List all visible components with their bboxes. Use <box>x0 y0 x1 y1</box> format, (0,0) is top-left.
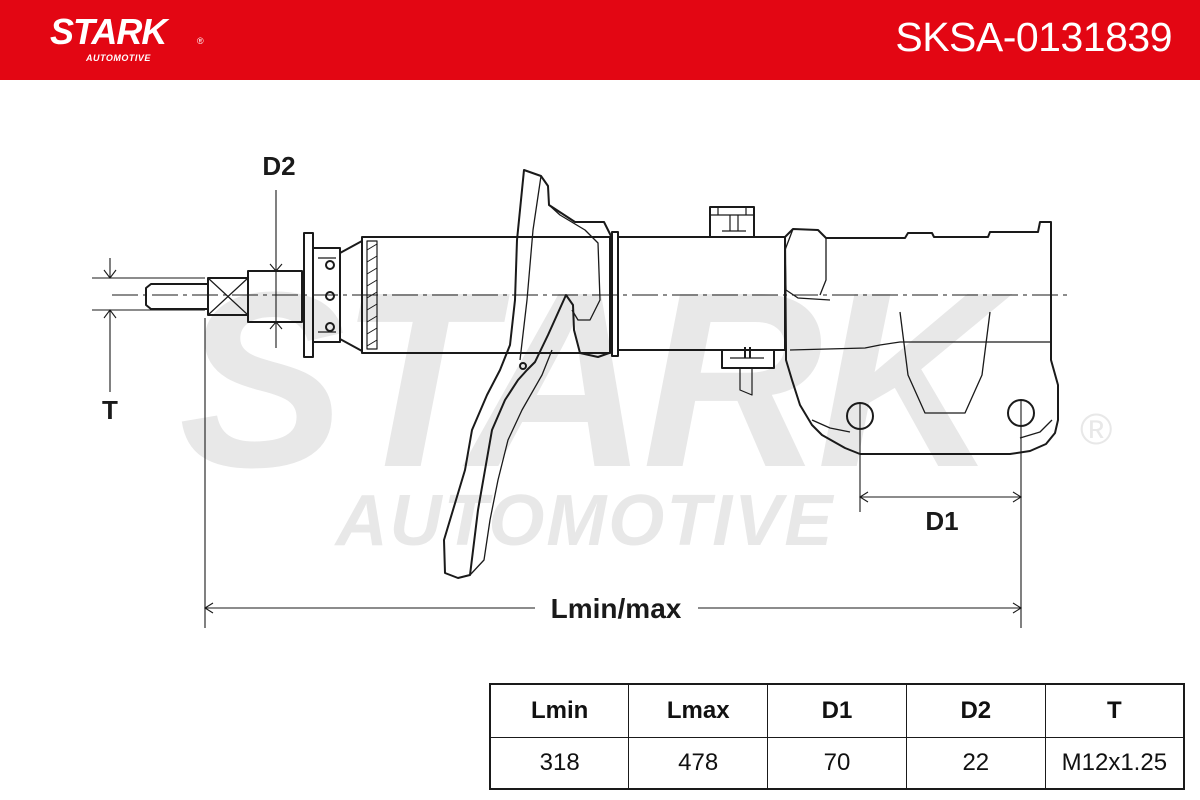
stark-logo: STARK ® AUTOMOTIVE <box>50 12 210 64</box>
t-label: T <box>102 395 118 425</box>
header-d2: D2 <box>905 683 1046 738</box>
t-dimension <box>92 258 205 392</box>
spec-table: Lmin Lmax D1 D2 T 318 478 70 22 M12x1.25 <box>489 683 1185 790</box>
piston-rod <box>145 270 303 323</box>
value-d2: 22 <box>905 737 1046 790</box>
d2-dimension <box>269 190 283 348</box>
spring-seat-bracket <box>443 169 613 579</box>
value-lmin: 318 <box>489 737 630 790</box>
spec-table-value-row: 318 478 70 22 M12x1.25 <box>489 737 1185 790</box>
watermark-sub-text: AUTOMOTIVE <box>334 481 835 561</box>
length-dimension <box>203 318 1023 628</box>
header-lmax: Lmax <box>628 683 769 738</box>
d1-dimension <box>858 400 1023 628</box>
header-d1: D1 <box>767 683 907 738</box>
header-lmin: Lmin <box>489 683 630 738</box>
watermark: STARK AUTOMOTIVE ® <box>179 240 1113 561</box>
watermark-registered: ® <box>1080 405 1112 454</box>
watermark-main-text: STARK <box>179 240 1013 519</box>
logo-text: STARK <box>50 11 167 52</box>
header-t: T <box>1044 683 1185 738</box>
logo-registered-mark: ® <box>197 36 204 46</box>
d2-label: D2 <box>262 151 295 181</box>
d1-label: D1 <box>925 506 958 536</box>
header-bar: STARK ® AUTOMOTIVE SKSA-0131839 <box>0 0 1200 80</box>
value-d1: 70 <box>767 737 907 790</box>
value-lmax: 478 <box>628 737 769 790</box>
part-number: SKSA-0131839 <box>895 14 1172 60</box>
header-background <box>0 0 1200 80</box>
spec-table-header-row: Lmin Lmax D1 D2 T <box>489 683 1185 738</box>
value-t: M12x1.25 <box>1044 737 1185 790</box>
logo-subtext: AUTOMOTIVE <box>86 53 151 63</box>
knuckle-bracket <box>784 221 1059 455</box>
length-label: Lmin/max <box>551 593 682 624</box>
